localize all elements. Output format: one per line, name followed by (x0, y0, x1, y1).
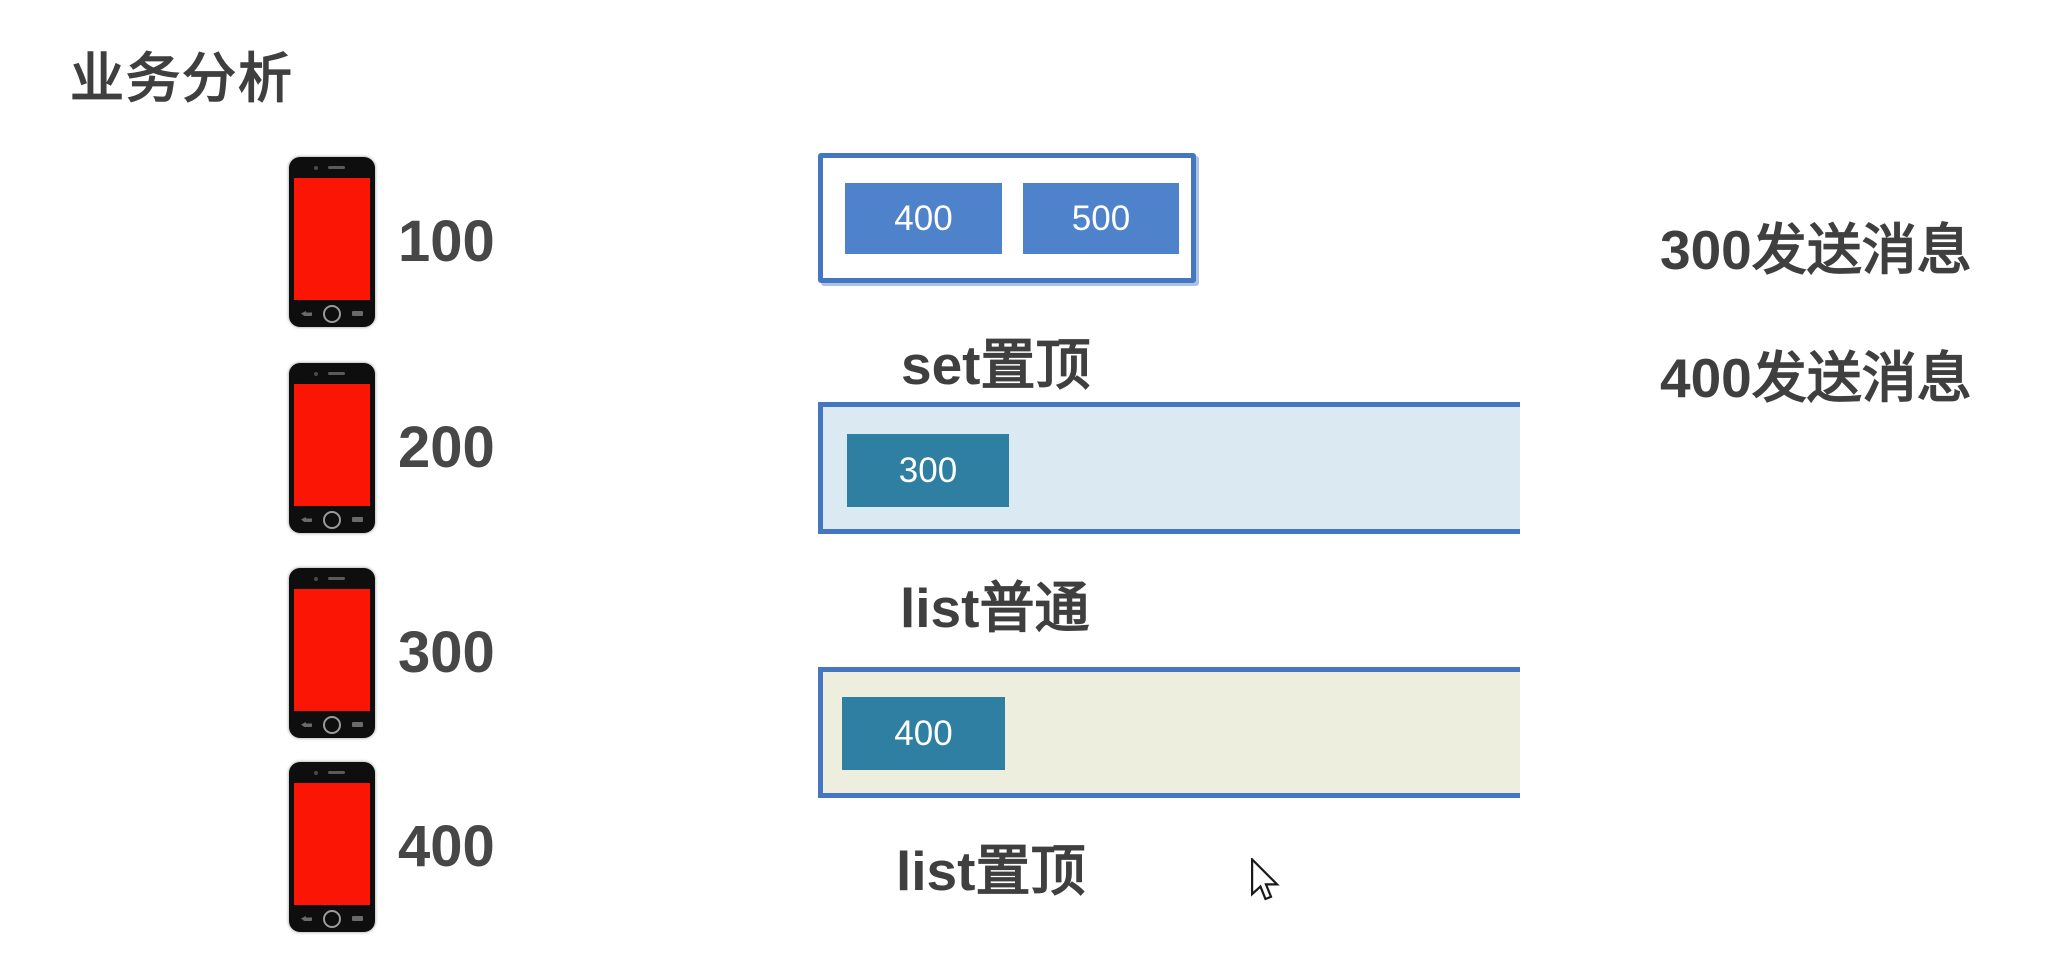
phone-screen (294, 384, 370, 506)
phone-camera-dot (314, 166, 318, 170)
phone-speaker (328, 166, 345, 169)
set-item-400: 400 (845, 183, 1002, 254)
list-normal-box: 300 (818, 402, 1520, 534)
phone-speaker (328, 577, 345, 580)
phone-menu-key (352, 517, 363, 522)
phone-label: 100 (398, 209, 495, 274)
page-title: 业务分析 (70, 49, 294, 109)
phone-camera-dot (314, 577, 318, 581)
set-pinned-label: set置顶 (901, 334, 1091, 396)
phone-icon (289, 568, 375, 738)
list-pinned-item-400: 400 (842, 697, 1005, 770)
phone-menu-key (352, 722, 363, 727)
list-pinned-box: 400 (818, 667, 1520, 798)
phone-back-key (301, 916, 312, 921)
set-item-500: 500 (1023, 183, 1179, 254)
phone-label: 200 (398, 415, 495, 480)
phone-camera-dot (314, 771, 318, 775)
mouse-cursor-icon (1251, 858, 1280, 901)
set-pinned-box: 400 500 (818, 153, 1196, 283)
phone-speaker (328, 372, 345, 375)
phone-icon (289, 157, 375, 327)
phone-screen (294, 783, 370, 905)
phone-home-button (323, 910, 341, 928)
phone-back-key (301, 517, 312, 522)
phone-screen (294, 178, 370, 300)
list-pinned-label: list置顶 (896, 840, 1086, 902)
phone-home-button (323, 716, 341, 734)
phone-home-button (323, 305, 341, 323)
list-normal-label: list普通 (900, 577, 1090, 639)
note-400-sends-message: 400发送消息 (1660, 347, 1972, 409)
phone-row-200: 200 (289, 363, 689, 533)
phone-label: 300 (398, 620, 495, 685)
phone-row-100: 100 (289, 157, 689, 327)
list-normal-item-300: 300 (847, 434, 1009, 507)
note-300-sends-message: 300发送消息 (1660, 219, 1972, 281)
phone-speaker (328, 771, 345, 774)
phone-row-300: 300 (289, 568, 689, 738)
phone-home-button (323, 511, 341, 529)
phone-back-key (301, 722, 312, 727)
phone-icon (289, 363, 375, 533)
phone-back-key (301, 311, 312, 316)
phone-menu-key (352, 311, 363, 316)
phone-label: 400 (398, 814, 495, 879)
phone-row-400: 400 (289, 762, 689, 932)
phone-screen (294, 589, 370, 711)
phone-icon (289, 762, 375, 932)
phone-camera-dot (314, 372, 318, 376)
phone-menu-key (352, 916, 363, 921)
